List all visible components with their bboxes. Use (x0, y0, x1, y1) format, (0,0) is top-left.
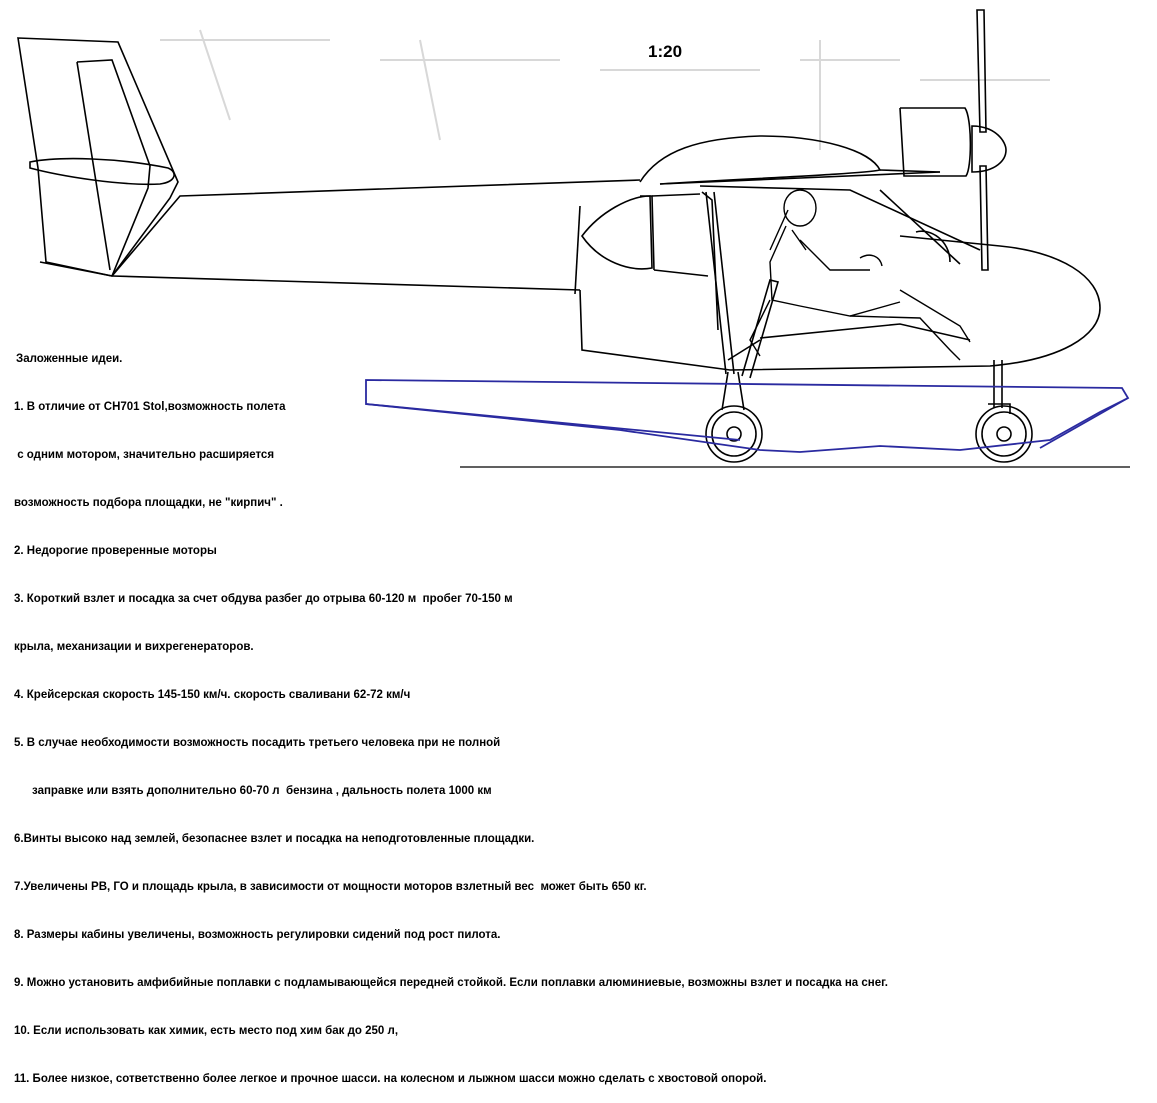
note-line: 9. Можно установить амфибийные поплавки … (14, 977, 888, 989)
float-outline (365, 379, 1130, 453)
note-line: 11. Более низкое, сответственно более ле… (14, 1073, 767, 1085)
note-line: 7.Увеличены РВ, ГО и площадь крыла, в за… (14, 881, 647, 893)
pilot-figure (749, 189, 971, 361)
note-line: заправке или взять дополнительно 60-70 л… (32, 785, 492, 797)
background-sketch (160, 29, 1050, 150)
note-line: 8. Размеры кабины увеличены, возможность… (14, 929, 501, 941)
horizontal-stabilizer (29, 157, 175, 186)
note-line: 10. Если использовать как химик, есть ме… (14, 1025, 399, 1037)
scale-label: 1:20 (648, 42, 683, 61)
propeller (971, 9, 1007, 271)
note-line: крыла, механизации и вихрегенераторов. (14, 641, 254, 653)
note-line: 3. Короткий взлет и посадка за счет обду… (14, 593, 513, 605)
design-notes: Заложенные идеи. 1. В отличие от CH701 S… (14, 319, 888, 1103)
wing (639, 107, 972, 185)
notes-heading: Заложенные идеи. (16, 353, 123, 365)
main-landing-gear (705, 371, 763, 463)
vertical-tail (17, 37, 179, 277)
note-line: с одним мотором, значительно расширяется (14, 449, 275, 461)
note-line: 5. В случае необходимости возможность по… (14, 737, 501, 749)
note-line: 1. В отличие от CH701 Stol,возможность п… (14, 401, 286, 413)
note-line: 2. Недорогие проверенные моторы (14, 545, 217, 557)
aircraft-drawing (17, 9, 1130, 468)
note-line: 6.Винты высоко над землей, безопаснее вз… (14, 833, 535, 845)
nose-landing-gear (975, 360, 1033, 463)
note-line: 4. Крейсерская скорость 145-150 км/ч. ск… (14, 689, 411, 701)
note-line: возможность подбора площадки, не "кирпич… (14, 497, 283, 509)
fuselage (111, 179, 1101, 371)
